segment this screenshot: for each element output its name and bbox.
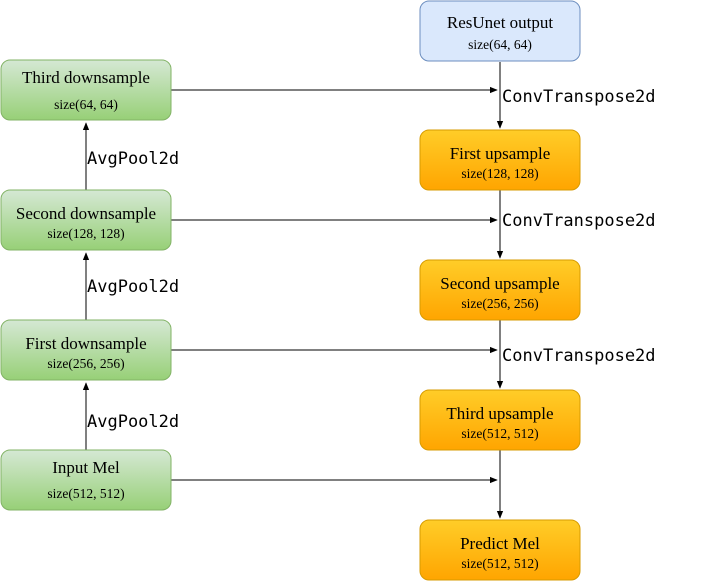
avgpool-label-top: AvgPool2d [87,149,179,169]
box-title: Predict Mel [460,534,540,553]
box-title: Second downsample [16,204,156,223]
box-size: size(64, 64) [54,97,118,112]
box-size: size(256, 256) [47,356,124,371]
first-downsample-box: First downsample size(256, 256) [0,319,172,381]
box-size: size(128, 128) [47,226,124,241]
box-size: size(64, 64) [468,37,532,52]
third-downsample-box: Third downsample size(64, 64) [0,59,172,121]
third-upsample-box: Third upsample size(512, 512) [419,389,581,451]
avgpool-label-middle: AvgPool2d [87,277,179,297]
box-size: size(512, 512) [461,426,538,441]
first-upsample-box: First upsample size(128, 128) [419,129,581,191]
box-title: Input Mel [52,458,120,477]
input-mel-box: Input Mel size(512, 512) [0,449,172,511]
box-title: First downsample [25,334,146,353]
connectors [82,62,504,519]
second-upsample-box: Second upsample size(256, 256) [419,259,581,321]
box-title: First upsample [450,144,551,163]
box-size: size(512, 512) [47,486,124,501]
convtranspose-label-top: ConvTranspose2d [502,87,656,107]
box-title: Third upsample [446,404,553,423]
second-downsample-box: Second downsample size(128, 128) [0,189,172,251]
convtranspose-label-middle: ConvTranspose2d [502,211,656,231]
box-title: Second upsample [440,274,559,293]
resunet-output-box: ResUnet output size(64, 64) [419,0,581,62]
operation-labels: AvgPool2d AvgPool2d AvgPool2d ConvTransp… [87,87,656,432]
box-size: size(256, 256) [461,296,538,311]
box-size: size(128, 128) [461,166,538,181]
box-title: ResUnet output [447,13,554,32]
box-size: size(512, 512) [461,556,538,571]
box-title: Third downsample [22,68,150,87]
predict-mel-box: Predict Mel size(512, 512) [419,519,581,581]
avgpool-label-bottom: AvgPool2d [87,412,179,432]
convtranspose-label-bottom: ConvTranspose2d [502,346,656,366]
